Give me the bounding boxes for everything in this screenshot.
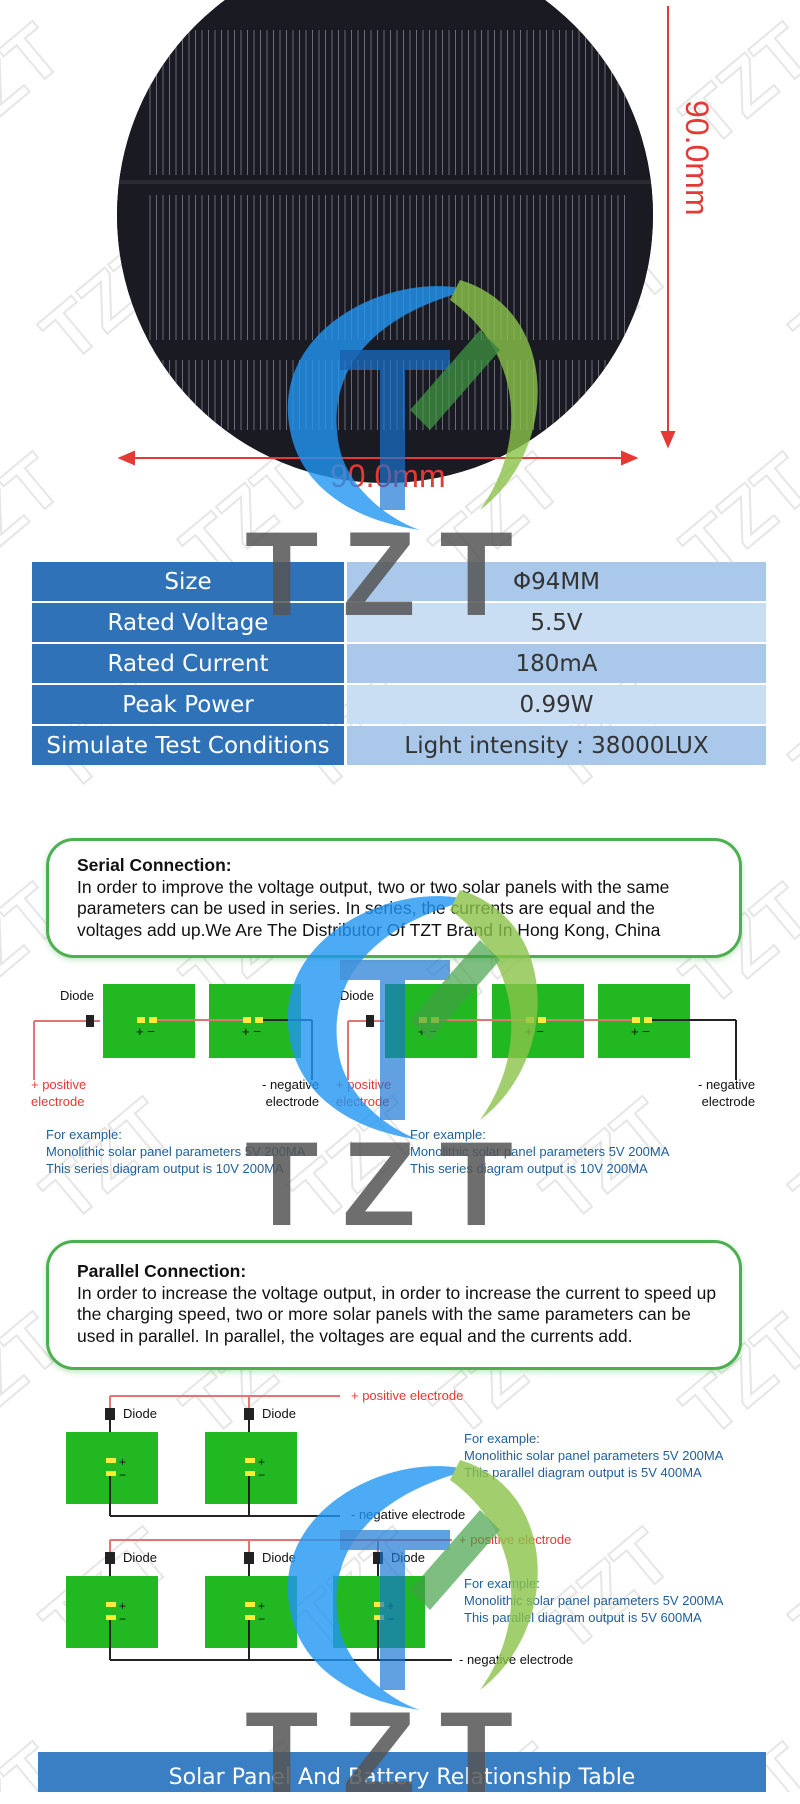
electrode-text: electrode <box>265 1094 320 1109</box>
example-output: This parallel diagram output is 5V 400MA <box>464 1465 702 1480</box>
spec-label: Rated Current <box>32 644 344 683</box>
svg-text:+: + <box>387 1599 394 1613</box>
width-dimension-label: 90.0mm <box>330 458 446 494</box>
spec-value: 0.99W <box>347 685 766 724</box>
svg-text:+ −: + − <box>136 1024 155 1039</box>
svg-text:−: − <box>387 1612 394 1626</box>
relationship-table-title: Solar Panel And Battery Relationship Tab… <box>38 1752 766 1792</box>
serial-title: Serial Connection: <box>77 855 232 875</box>
solar-cell <box>66 1432 158 1504</box>
electrode-text: electrode <box>31 1094 85 1109</box>
solar-cell <box>205 1576 297 1648</box>
parallel-diode-label: Diode <box>391 1550 425 1565</box>
parallel-positive-label-b: + positive electrode <box>459 1532 572 1547</box>
spec-value: Φ94MM <box>347 562 766 601</box>
example-output: This parallel diagram output is 5V 600MA <box>464 1610 702 1625</box>
example-heading: For example: <box>464 1576 540 1591</box>
svg-text:−: − <box>258 1468 265 1482</box>
solar-cell <box>66 1576 158 1648</box>
parallel-negative-label-a: - negative electrode <box>351 1507 466 1522</box>
parallel-description: In order to increase the voltage output,… <box>77 1282 717 1346</box>
negative-text: - negative <box>698 1077 756 1092</box>
example-heading: For example: <box>464 1431 540 1446</box>
svg-text:+: + <box>258 1599 265 1613</box>
height-dimension-arrow <box>660 6 676 449</box>
spec-label: Size <box>32 562 344 601</box>
spec-value: 5.5V <box>347 603 766 642</box>
example-output: This series diagram output is 10V 200MA <box>410 1161 648 1176</box>
solar-cell <box>205 1432 297 1504</box>
parallel-connection-box: Parallel Connection: In order to increas… <box>46 1240 742 1370</box>
spec-label: Simulate Test Conditions <box>32 726 344 765</box>
serial-diode-label-a: Diode <box>60 988 94 1003</box>
positive-text: + positive <box>336 1077 392 1092</box>
spec-value: Light intensity : 38000LUX <box>347 726 766 765</box>
svg-text:−: − <box>119 1468 126 1482</box>
example-params: Monolithic solar panel parameters 5V 200… <box>46 1144 306 1159</box>
svg-text:−: − <box>119 1612 126 1626</box>
parallel-diagram-a: + − + − <box>66 1395 340 1517</box>
example-params: Monolithic solar panel parameters 5V 200… <box>410 1144 670 1159</box>
serial-negative-label-b: - negative electrode <box>698 1076 755 1110</box>
spec-value: 180mA <box>347 644 766 683</box>
svg-text:+ −: + − <box>242 1024 261 1039</box>
parallel-title: Parallel Connection: <box>77 1261 247 1281</box>
example-params: Monolithic solar panel parameters 5V 200… <box>464 1448 724 1463</box>
serial-example-b: For example: Monolithic solar panel para… <box>410 1126 669 1177</box>
parallel-negative-label-b: - negative electrode <box>459 1652 574 1667</box>
serial-diagram-a: + − + − <box>33 984 313 1080</box>
example-heading: For example: <box>410 1127 486 1142</box>
spec-label: Rated Voltage <box>32 603 344 642</box>
serial-example-a: For example: Monolithic solar panel para… <box>46 1126 305 1177</box>
negative-text: - negative <box>262 1077 320 1092</box>
spec-label: Peak Power <box>32 685 344 724</box>
serial-positive-label-b: + positive electrode <box>336 1076 391 1110</box>
svg-text:+: + <box>258 1455 265 1469</box>
example-output: This series diagram output is 10V 200MA <box>46 1161 284 1176</box>
positive-text: + positive <box>31 1077 87 1092</box>
parallel-diode-label: Diode <box>262 1550 296 1565</box>
svg-text:−: − <box>258 1612 265 1626</box>
parallel-diode-label: Diode <box>123 1406 157 1421</box>
serial-negative-label-a: - negative electrode <box>262 1076 319 1110</box>
parallel-diode-label: Diode <box>123 1550 157 1565</box>
parallel-diode-label: Diode <box>262 1406 296 1421</box>
serial-diode-label-b: Diode <box>340 988 374 1003</box>
svg-text:+: + <box>119 1455 126 1469</box>
serial-positive-label-a: + positive electrode <box>31 1076 86 1110</box>
example-params: Monolithic solar panel parameters 5V 200… <box>464 1593 724 1608</box>
parallel-positive-label-a: + positive electrode <box>351 1388 464 1403</box>
svg-text:+: + <box>119 1599 126 1613</box>
height-dimension-label: 90.0mm <box>679 100 715 216</box>
parallel-example-a: For example: Monolithic solar panel para… <box>464 1430 723 1481</box>
example-heading: For example: <box>46 1127 122 1142</box>
parallel-example-b: For example: Monolithic solar panel para… <box>464 1575 723 1626</box>
electrode-text: electrode <box>701 1094 756 1109</box>
electrode-text: electrode <box>336 1094 390 1109</box>
svg-text:+ −: + − <box>631 1024 650 1039</box>
